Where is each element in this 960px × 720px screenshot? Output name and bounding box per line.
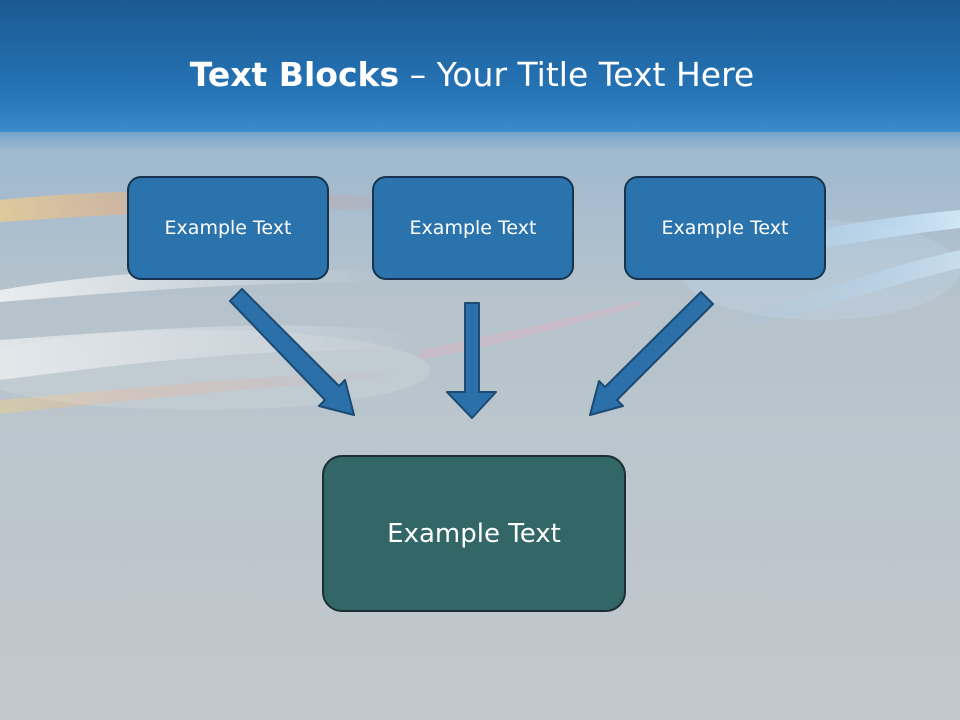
arrow-down-left-icon[interactable]: [589, 291, 714, 416]
text-block-2-label: Example Text: [409, 217, 537, 239]
title-separator: –: [409, 55, 427, 94]
text-block-1[interactable]: Example Text: [127, 176, 329, 280]
result-text-block[interactable]: Example Text: [322, 455, 626, 612]
text-block-3-label: Example Text: [661, 217, 789, 239]
text-block-3[interactable]: Example Text: [624, 176, 826, 280]
arrow-down-icon[interactable]: [446, 302, 497, 419]
title-band: [0, 0, 960, 132]
title-bold-text: Text Blocks: [189, 55, 400, 94]
text-block-2[interactable]: Example Text: [372, 176, 574, 280]
text-block-1-label: Example Text: [164, 217, 292, 239]
page-title: Text Blocks – Your Title Text Here: [0, 52, 944, 98]
arrow-down-right-icon[interactable]: [229, 288, 355, 416]
title-subtitle-text: Your Title Text Here: [436, 55, 755, 94]
result-text-block-label: Example Text: [387, 518, 561, 549]
